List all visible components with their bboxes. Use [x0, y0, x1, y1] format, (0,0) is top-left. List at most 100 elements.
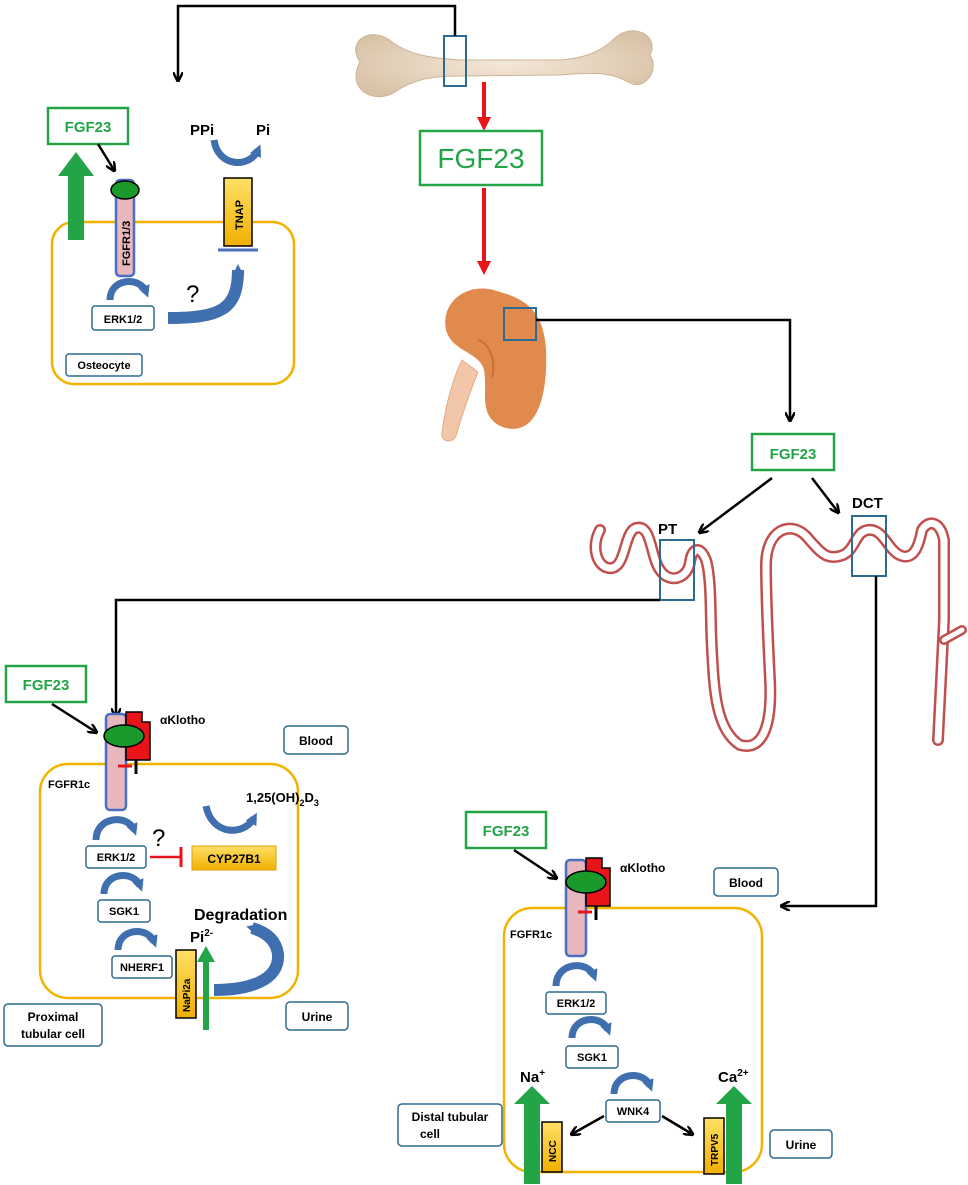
- distal-ncc-label: NCC: [548, 1140, 559, 1162]
- distal-cell-membrane: [502, 906, 764, 1174]
- distal-blood-label: Blood: [729, 876, 763, 890]
- fgf23-kidney-label: FGF23: [770, 446, 817, 463]
- distal-wnk-to-trpv-arrow: [661, 1114, 692, 1134]
- dct-label: DCT: [852, 495, 883, 512]
- proximal-blood-label: Blood: [299, 734, 333, 748]
- osteocyte-erk-label: ERK1/2: [104, 314, 143, 326]
- distal-na-sup: +: [539, 1068, 545, 1079]
- proximal-question-mark: ?: [152, 825, 165, 852]
- proximal-sgk-label: SGK1: [109, 906, 139, 918]
- distal-urine-label: Urine: [786, 1138, 817, 1152]
- proximal-cell-membrane: [38, 762, 300, 1000]
- arrow-fgf23-to-receptor: [96, 143, 114, 170]
- proximal-pi-label: Pi2-: [190, 928, 213, 946]
- distal-ca-label: Ca2+: [718, 1068, 749, 1086]
- proximal-pi-reabsorption-arrow: [197, 946, 215, 1030]
- kidney-icon: [441, 288, 547, 442]
- proximal-cyp-box: [191, 845, 277, 871]
- fgf23-main-label: FGF23: [437, 143, 524, 174]
- proximal-receptor-label: FGFR1c: [48, 779, 90, 791]
- distal-receptor-label: FGFR1c: [510, 929, 552, 941]
- osteocyte-tnap-label: TNAP: [234, 200, 246, 230]
- proximal-klotho-label: αKlotho: [160, 713, 205, 727]
- osteocyte-pi-label: Pi: [256, 122, 270, 139]
- distal-erk-box: [545, 991, 607, 1015]
- distal-wnk-to-ncc-arrow: [572, 1114, 605, 1134]
- arrow-proximal-fgf23-to-receptor: [51, 702, 96, 732]
- distal-trpv5-box: [703, 1117, 725, 1175]
- proximal-degradation-label: Degradation: [194, 907, 287, 924]
- proximal-fgf23-box: [4, 664, 88, 704]
- proximal-sgk-box: [97, 899, 151, 923]
- proximal-cell-label-box: [3, 1003, 103, 1047]
- osteocyte-erk-to-tnap-arrow: [167, 264, 244, 324]
- osteocyte-fgfr-receptor: [114, 178, 136, 278]
- proximal-tubular-cell-panel: FGF23 αKlotho Blood FGFR1c 1,25(OH)2D3 E…: [3, 664, 349, 1047]
- osteocyte-question-mark: ?: [186, 281, 199, 308]
- distal-ncc-box: [541, 1121, 563, 1173]
- distal-cell-label-1: Distal tubular: [412, 1110, 489, 1124]
- distal-wnk-activation-arrow: [610, 1072, 654, 1095]
- osteocyte-receptor-label: FGFR1/3: [121, 221, 133, 266]
- arrow-fgf23-to-pt: [700, 477, 773, 532]
- osteocyte-cell-label-box: [65, 353, 143, 377]
- distal-sgk-label: SGK1: [577, 1052, 607, 1064]
- proximal-pi-base: Pi: [190, 929, 204, 946]
- proximal-nherf-label: NHERF1: [120, 962, 164, 974]
- proximal-vitd-sub2: 3: [314, 798, 319, 808]
- osteocyte-ppi-to-pi-arrow: [210, 139, 262, 166]
- arrow-dct-to-distal-cell: [782, 576, 878, 906]
- distal-erk-activation-arrow: [552, 962, 598, 987]
- proximal-fgf23-label: FGF23: [23, 677, 70, 694]
- distal-ca-base: Ca: [718, 1069, 738, 1086]
- distal-urine-box: [769, 1129, 833, 1159]
- osteocyte-cell-membrane: [50, 220, 296, 386]
- osteocyte-tnap-box: [223, 177, 253, 247]
- proximal-nherf-activation-arrow: [114, 928, 158, 951]
- kidney-selection-box: [503, 307, 537, 341]
- proximal-vitd-sub1: 2: [299, 798, 304, 808]
- proximal-erk-box: [85, 845, 147, 869]
- distal-cell-label-2: cell: [420, 1127, 440, 1141]
- proximal-erk-activation-arrow: [92, 816, 138, 841]
- proximal-erk-label: ERK1/2: [97, 852, 136, 864]
- distal-tubular-cell-panel: FGF23 αKlotho Blood FGFR1c ERK1/2 SGK1 W…: [397, 810, 833, 1184]
- distal-blood-box: [713, 867, 779, 897]
- proximal-cell-label-1: Proximal: [28, 1010, 79, 1024]
- proximal-urine-label: Urine: [302, 1010, 333, 1024]
- arrow-distal-fgf23-to-receptor: [513, 848, 556, 878]
- proximal-vitd-mid: D: [304, 790, 313, 805]
- pt-label: PT: [658, 521, 677, 538]
- osteocyte-erk-activation-arrow: [106, 278, 150, 301]
- distal-ca-sup: 2+: [737, 1068, 749, 1079]
- dct-selection-box: [851, 515, 887, 577]
- proximal-napi2a-box: [175, 949, 197, 1019]
- distal-sgk-box: [565, 1045, 619, 1069]
- distal-receptor-ligand: [565, 870, 607, 894]
- pt-selection-box: [659, 539, 695, 601]
- osteocyte-fgf23-up-arrow: [58, 152, 94, 240]
- proximal-cyp-label: CYP27B1: [207, 852, 261, 866]
- fgf23-main-box: [418, 129, 544, 187]
- distal-wnk-box: [605, 1099, 661, 1123]
- proximal-vitd-prefix: 1,25(OH): [246, 790, 299, 805]
- distal-erk-label: ERK1/2: [557, 998, 596, 1010]
- osteocyte-ppi-label: PPi: [190, 122, 214, 139]
- proximal-vitd-conversion-arrow: [202, 805, 258, 834]
- fgf23-kidney-box: [750, 432, 836, 472]
- osteocyte-cell-label: Osteocyte: [77, 360, 130, 372]
- distal-cell-label-box: [397, 1103, 503, 1147]
- arrow-kidney-to-fgf23: [536, 318, 790, 420]
- osteocyte-fgf23-label: FGF23: [65, 119, 112, 136]
- distal-na-base: Na: [520, 1069, 540, 1086]
- distal-wnk-label: WNK4: [617, 1106, 650, 1118]
- proximal-blood-box: [283, 725, 349, 755]
- proximal-vitd-label: 1,25(OH)2D3: [246, 790, 319, 808]
- arrow-pt-to-proximal-cell: [116, 598, 660, 716]
- distal-ca-reabsorption-arrow: [716, 1086, 752, 1184]
- proximal-receptor-ligand: [103, 724, 145, 748]
- distal-na-reabsorption-arrow: [514, 1086, 550, 1184]
- distal-fgf23-label: FGF23: [483, 823, 530, 840]
- distal-na-label: Na+: [520, 1068, 545, 1086]
